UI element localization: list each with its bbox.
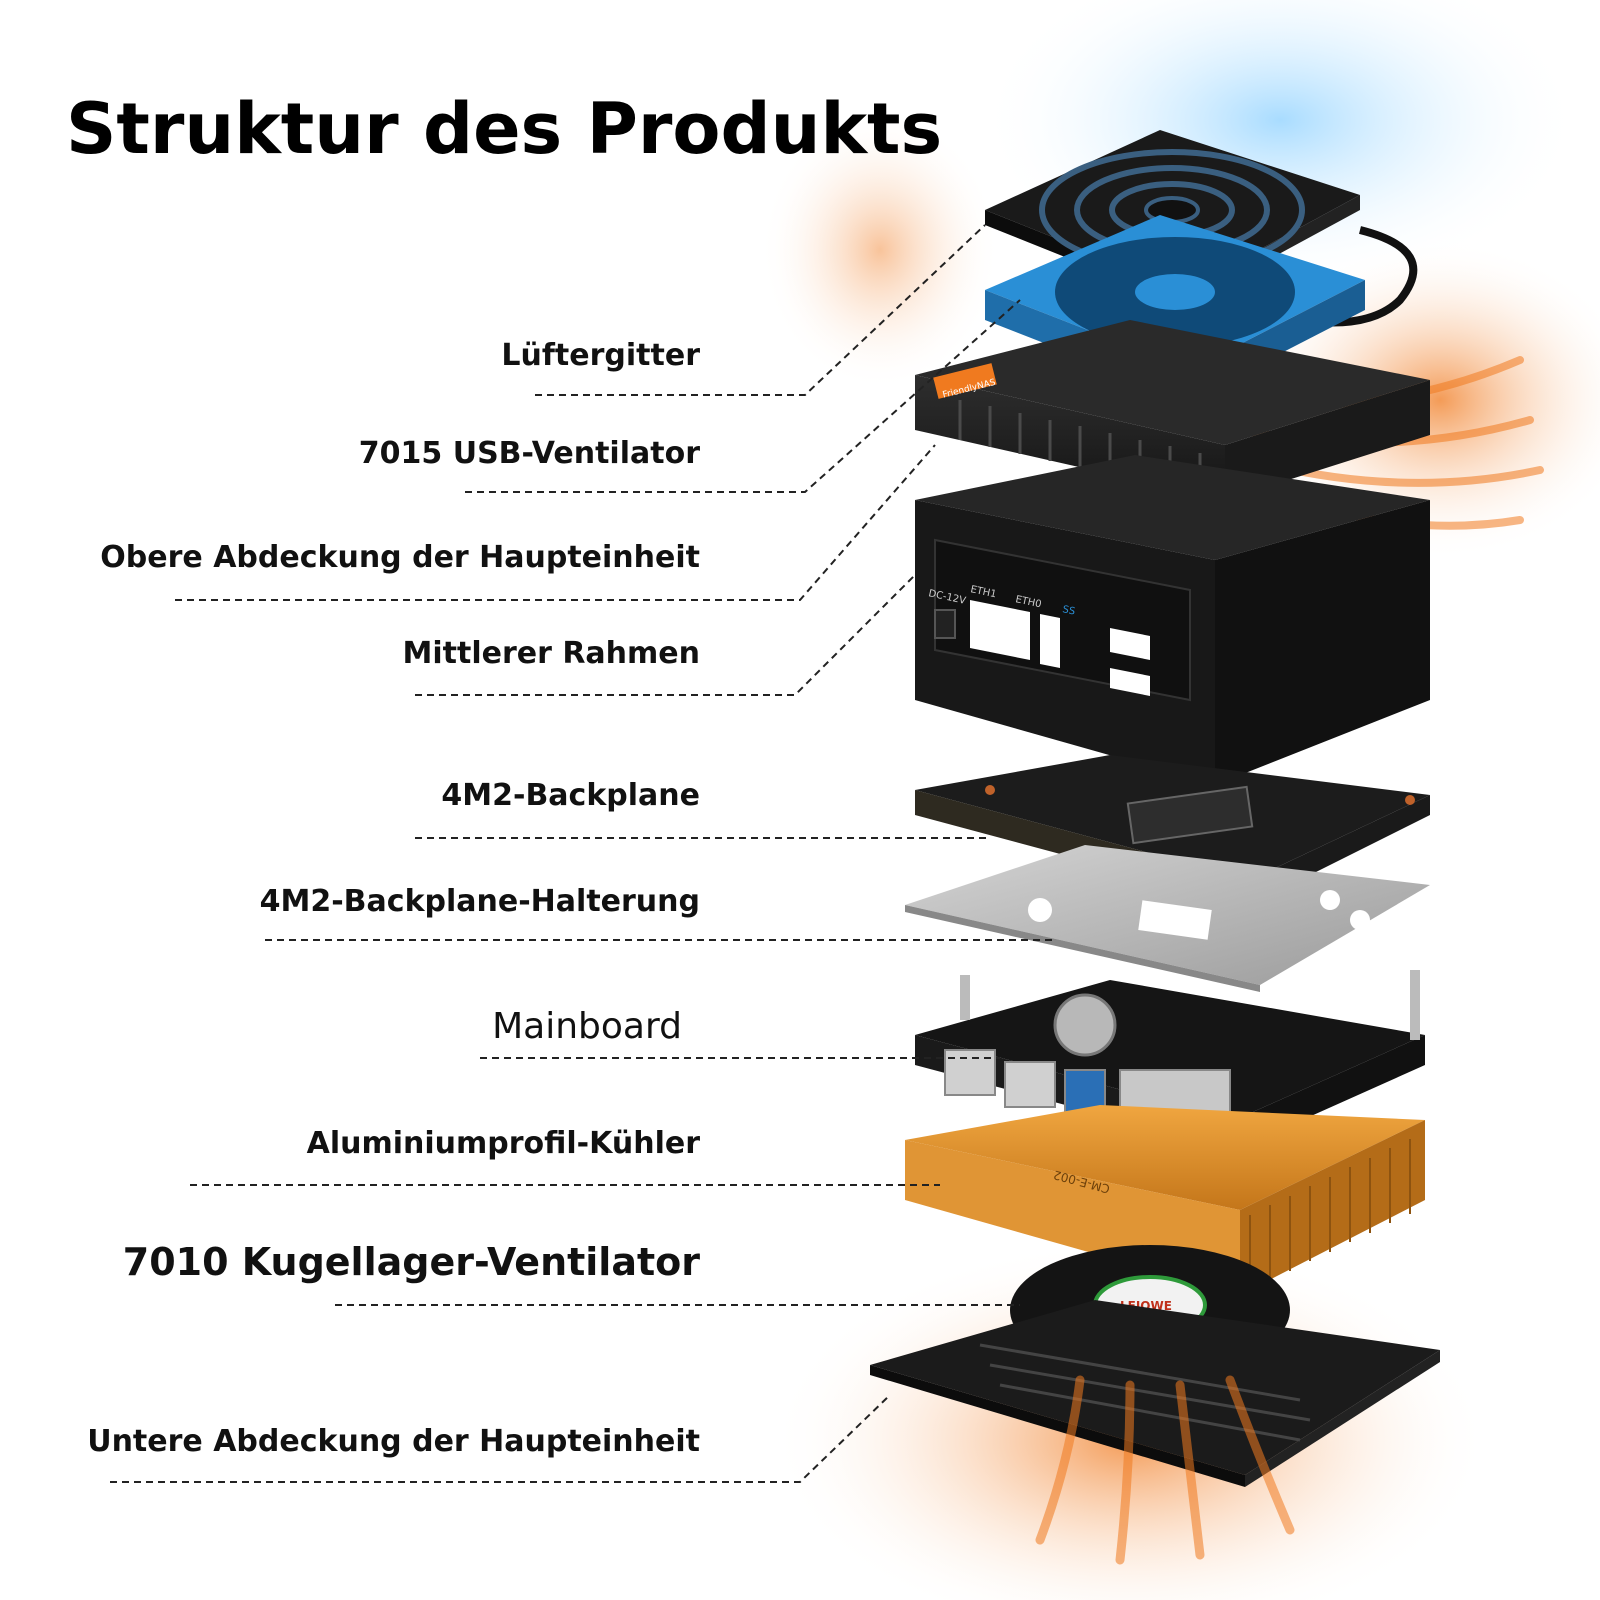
port-usb-label: SS (1061, 604, 1076, 617)
port-eth0-label: ETH0 (1014, 594, 1042, 610)
label-backplane: 4M2-Backplane (441, 778, 700, 813)
label-mainboard: Mainboard (492, 1006, 682, 1047)
backplane-bracket-part (905, 845, 1430, 992)
label-aluminium-heatsink: Aluminiumprofil-Kühler (306, 1126, 700, 1161)
bottom-cover-part (870, 1300, 1440, 1487)
leader-line-10 (110, 1394, 891, 1483)
label-bearing-fan: 7010 Kugellager-Ventilator (122, 1240, 700, 1284)
label-fan-grille: Lüftergitter (501, 338, 700, 373)
middle-frame-part: DC-12V ETH1 ETH0 SS (915, 455, 1430, 785)
leader-line-2 (465, 299, 1021, 493)
leader-line-1 (535, 224, 986, 396)
leader-line-3 (175, 444, 936, 601)
left-airflow-glow (760, 110, 1000, 390)
leader-lines (110, 224, 1055, 1483)
label-middle-frame: Mittlerer Rahmen (402, 636, 701, 671)
label-usb-fan: 7015 USB-Ventilator (358, 436, 700, 471)
label-backplane-bracket: 4M2-Backplane-Halterung (259, 884, 700, 919)
label-top-cover: Obere Abdeckung der Haupteinheit (100, 540, 700, 575)
mainboard-part (915, 970, 1425, 1150)
port-eth1-label: ETH1 (969, 584, 997, 600)
leader-line-4 (415, 574, 916, 696)
label-bottom-cover: Untere Abdeckung der Haupteinheit (87, 1424, 700, 1459)
page-title: Struktur des Produkts (66, 88, 943, 170)
bottom-airflow-streaks (1035, 1375, 1295, 1565)
